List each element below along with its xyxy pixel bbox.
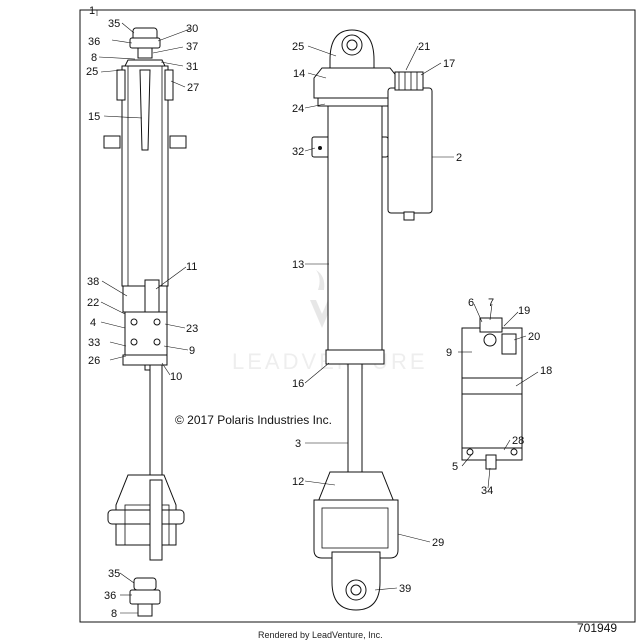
callout-30: 30 xyxy=(186,23,198,35)
callout-32: 32 xyxy=(292,146,304,158)
callout-37: 37 xyxy=(186,41,198,53)
callout-5: 5 xyxy=(452,461,458,473)
callout-8-bottom: 8 xyxy=(111,608,117,620)
callout-20: 20 xyxy=(528,331,540,343)
callout-18: 18 xyxy=(540,365,552,377)
callout-25-center: 25 xyxy=(292,41,304,53)
callout-29: 29 xyxy=(432,537,444,549)
callout-7: 7 xyxy=(488,297,494,309)
callout-25-left: 25 xyxy=(86,66,98,78)
callout-9-right: 9 xyxy=(446,347,452,359)
callout-6: 6 xyxy=(468,297,474,309)
callout-12: 12 xyxy=(292,476,304,488)
callout-21: 21 xyxy=(418,41,430,53)
callout-10: 10 xyxy=(170,371,182,383)
callout-2: 2 xyxy=(456,152,462,164)
diagram-border xyxy=(79,9,636,623)
callout-27: 27 xyxy=(187,82,199,94)
callout-39: 39 xyxy=(399,583,411,595)
left-shock-assembly xyxy=(103,27,187,617)
callout-9-left: 9 xyxy=(189,345,195,357)
callout-labels: 1 35 30 36 37 8 31 25 27 15 11 38 22 4 2… xyxy=(86,5,552,620)
callout-1: 1 xyxy=(89,5,95,17)
callout-11: 11 xyxy=(186,261,197,273)
callout-4: 4 xyxy=(90,317,96,329)
callout-31: 31 xyxy=(186,61,198,73)
callout-3: 3 xyxy=(295,438,301,450)
callout-14: 14 xyxy=(293,68,305,80)
diagram-reference-number: 701949 xyxy=(577,621,617,635)
copyright-notice: © 2017 Polaris Industries Inc. xyxy=(175,413,332,427)
callout-16: 16 xyxy=(292,378,304,390)
callout-13: 13 xyxy=(292,259,304,271)
callout-33: 33 xyxy=(88,337,100,349)
callout-17: 17 xyxy=(443,58,455,70)
callout-22: 22 xyxy=(87,297,99,309)
callout-35-bottom: 35 xyxy=(108,568,120,580)
callout-26: 26 xyxy=(88,355,100,367)
callout-15: 15 xyxy=(88,111,100,123)
callout-36-bottom: 36 xyxy=(104,590,116,602)
callout-19: 19 xyxy=(518,305,530,317)
callout-38: 38 xyxy=(87,276,99,288)
center-shock-assembly xyxy=(311,29,433,611)
leader-lines xyxy=(96,10,539,614)
callout-28: 28 xyxy=(512,435,524,447)
detail-inset-assembly xyxy=(461,317,523,470)
callout-23: 23 xyxy=(186,323,198,335)
callout-35-top: 35 xyxy=(108,18,120,30)
callout-8-top: 8 xyxy=(91,52,97,64)
footer-credit: Rendered by LeadVenture, Inc. xyxy=(258,630,383,640)
callout-36-top: 36 xyxy=(88,36,100,48)
callout-24: 24 xyxy=(292,103,304,115)
callout-34: 34 xyxy=(481,485,493,497)
